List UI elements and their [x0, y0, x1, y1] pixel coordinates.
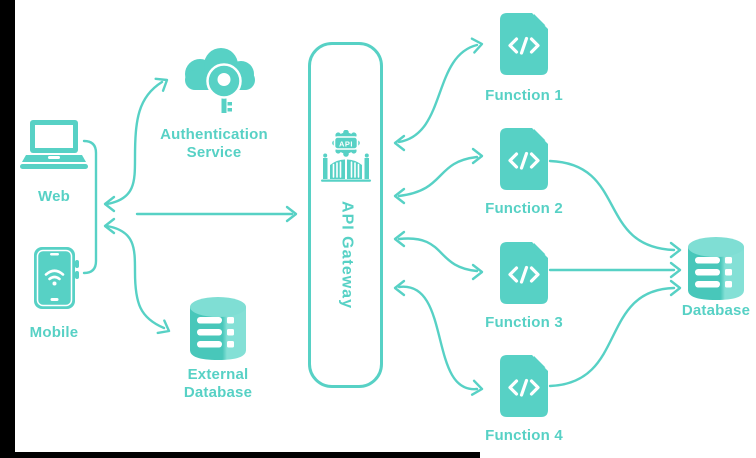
- database-icon: [688, 237, 744, 300]
- arrowhead-left-icon: [103, 217, 116, 235]
- arrowhead-left-icon: [393, 134, 406, 152]
- connector-gateway-function-2: [393, 147, 484, 205]
- connector-function-2-database: [548, 159, 682, 259]
- arrowhead-right-icon: [470, 37, 484, 54]
- code-file-icon: [500, 13, 548, 75]
- arrowhead-up-right-icon: [154, 77, 169, 92]
- smartphone-icon: [34, 247, 79, 309]
- arrowhead-right-icon: [669, 241, 682, 259]
- function-1-label: Function 1: [485, 87, 563, 104]
- arrowhead-down-right-icon: [156, 319, 171, 335]
- arrowhead-right-icon: [669, 261, 682, 279]
- arrowhead-right-icon: [471, 147, 484, 165]
- code-file-icon: [500, 128, 548, 190]
- code-file-icon: [500, 242, 548, 304]
- arrowhead-right-icon: [470, 379, 484, 396]
- api-gate-icon: API: [321, 130, 371, 182]
- function-4-label: Function 4: [485, 427, 563, 444]
- letterbox-left-bar: [0, 0, 15, 458]
- connector-function-3-database: [548, 261, 682, 279]
- external-database-label-line2: Database: [183, 384, 253, 401]
- auth-service-label: Authentication Service: [134, 126, 294, 162]
- database-label: Database: [681, 302, 751, 319]
- cloud-key-icon: [185, 48, 255, 115]
- external-database-label: External Database: [148, 366, 288, 402]
- external-database-icon: [190, 297, 246, 360]
- arrowhead-left-icon: [103, 195, 116, 213]
- auth-service-label-line1: Authentication: [160, 126, 268, 143]
- function-3-label: Function 3: [485, 314, 563, 331]
- letterbox-bottom-bar: [0, 452, 480, 458]
- clients-bracket: [82, 139, 98, 275]
- connector-gateway-function-3: [393, 230, 484, 281]
- external-database-label-line1: External: [187, 366, 249, 383]
- arrowhead-left-icon: [393, 187, 406, 205]
- connector-clients-external-db: [103, 217, 171, 335]
- mobile-label: Mobile: [29, 324, 79, 341]
- api-badge-text: API: [339, 139, 353, 148]
- arrowhead-right-icon: [471, 263, 484, 281]
- code-file-icon: [500, 355, 548, 417]
- arrowhead-left-icon: [393, 279, 406, 297]
- connector-gateway-function-1: [393, 37, 484, 152]
- arrowhead-left-icon: [393, 230, 406, 248]
- arrowhead-right-icon: [669, 279, 682, 297]
- web-label: Web: [38, 188, 70, 205]
- api-gateway-label: API Gateway: [338, 201, 356, 309]
- connector-clients-gateway: [135, 205, 298, 223]
- auth-service-label-line2: Service: [186, 144, 242, 161]
- connector-clients-auth: [103, 77, 169, 213]
- function-2-label: Function 2: [485, 200, 563, 217]
- arrowhead-right-icon: [285, 205, 298, 223]
- connector-function-4-database: [548, 279, 682, 388]
- api-gateway-box: [308, 42, 383, 388]
- laptop-icon: [20, 120, 88, 169]
- connector-gateway-function-4: [393, 279, 484, 396]
